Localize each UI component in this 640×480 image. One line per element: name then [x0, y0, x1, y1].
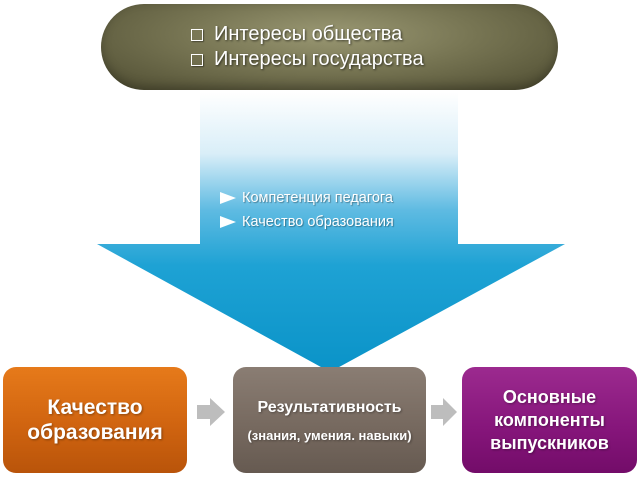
list-item: Качество образования — [220, 210, 394, 234]
list-item: Компетенция педагога — [220, 186, 394, 210]
box-subtitle: (знания, умения. навыки) — [247, 427, 412, 443]
checkbox-icon — [191, 28, 203, 41]
box-effectiveness: Результативность (знания, умения. навыки… — [233, 367, 426, 473]
down-arrow-shape — [97, 92, 565, 372]
arrow-item-label: Компетенция педагога — [242, 190, 393, 206]
box-graduate-components: Основные компоненты выпускников — [462, 367, 637, 473]
list-item: Интересы государства — [191, 47, 424, 72]
arrow-bullet-icon — [220, 192, 236, 204]
list-item: Интересы общества — [191, 22, 424, 47]
box-title: Качество образования — [27, 396, 163, 444]
top-item-label: Интересы государства — [214, 48, 424, 70]
box-title: Основные компоненты выпускников — [490, 386, 609, 453]
box-title: Результативность — [257, 398, 402, 416]
box-education-quality: Качество образования — [3, 367, 187, 473]
arrow-item-label: Качество образования — [242, 214, 394, 230]
top-panel-list: Интересы общества Интересы государства — [191, 22, 424, 72]
arrow-bullet-icon — [220, 216, 236, 228]
arrow-list: Компетенция педагога Качество образовани… — [220, 186, 394, 234]
checkbox-icon — [191, 53, 203, 66]
top-item-label: Интересы общества — [214, 23, 403, 45]
top-panel: Интересы общества Интересы государства — [101, 4, 558, 90]
